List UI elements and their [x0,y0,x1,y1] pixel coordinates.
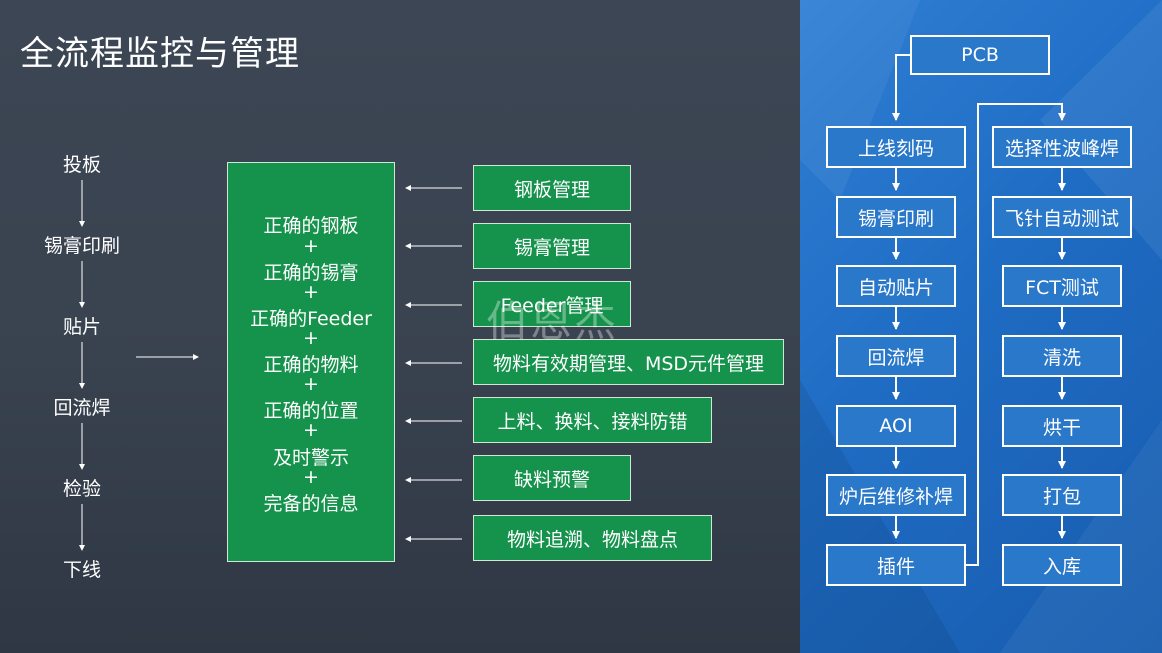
flow-box: 选择性波峰焊 [992,126,1132,168]
center-plus: + [303,235,319,257]
flow-box: 打包 [1002,474,1122,516]
flow-box: 上线刻码 [826,126,966,168]
center-plus: + [303,281,319,303]
center-line: 正确的物料 [263,354,359,376]
flow-box: 回流焊 [836,335,956,377]
flow-box: 清洗 [1002,335,1122,377]
center-line: 及时警示 [272,447,349,469]
management-item-box: 钢板管理 [473,165,631,211]
center-plus: + [303,466,319,488]
left-step: 锡膏印刷 [43,235,120,257]
management-item-box: 锡膏管理 [473,223,631,269]
management-item-box: Feeder管理 [473,281,631,327]
center-line: 正确的锡膏 [263,262,359,284]
center-requirements-box: 正确的钢板 + 正确的锡膏 + 正确的Feeder + 正确的物料 + 正确的位… [227,162,395,562]
flow-box: 烘干 [1002,405,1122,447]
flow-box: 锡膏印刷 [836,196,956,238]
flow-box-top: PCB [910,35,1050,75]
management-item-box: 缺料预警 [473,455,631,501]
left-step: 检验 [62,478,101,500]
center-line: 正确的位置 [263,400,359,422]
page-title: 全流程监控与管理 [20,34,300,74]
flow-box: 入库 [1002,544,1122,586]
flow-box: FCT测试 [1002,265,1122,307]
flow-box: 自动贴片 [836,265,956,307]
center-line: 正确的Feeder [250,308,372,330]
center-plus: + [303,419,319,441]
watermark: 伯恩杰 [486,297,619,346]
flow-box: 飞针自动测试 [992,196,1132,238]
flow-box: AOI [836,405,956,447]
left-step: 投板 [62,154,101,176]
flow-box: 炉后维修补焊 [826,474,966,516]
flow-box: 插件 [826,544,966,586]
left-step: 贴片 [62,316,101,338]
left-step: 回流焊 [53,397,111,419]
center-plus: + [303,327,319,349]
center-line: 正确的钢板 [263,215,359,237]
left-step: 下线 [62,559,101,581]
management-item-box: 上料、换料、接料防错 [473,397,712,443]
management-item-box: 物料有效期管理、MSD元件管理 [473,339,784,385]
center-plus: + [303,373,319,395]
center-line: 完备的信息 [263,493,359,515]
management-item-box: 物料追溯、物料盘点 [473,515,712,561]
